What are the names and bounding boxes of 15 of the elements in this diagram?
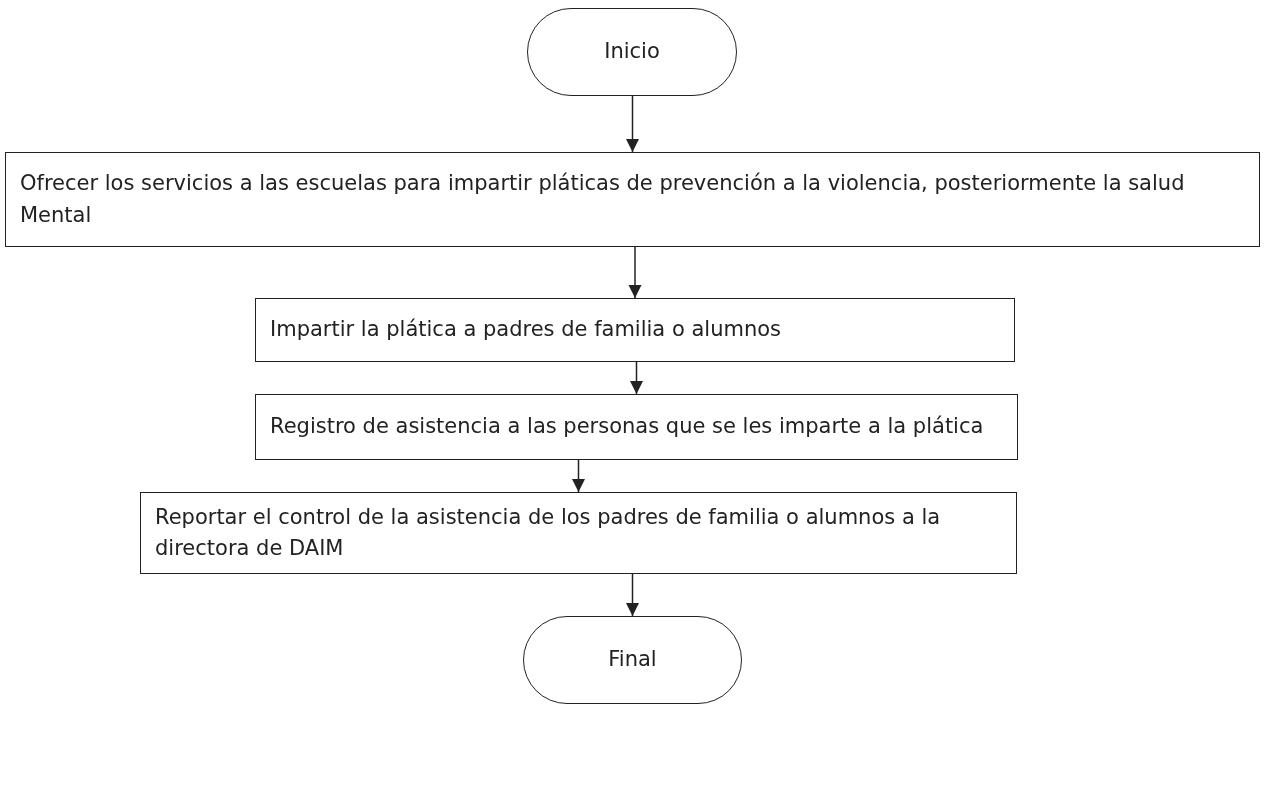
process-box <box>255 394 1018 460</box>
arrow <box>628 246 642 299</box>
process-box <box>255 298 1015 362</box>
step-text: Registro de asistencia a las personas que se les imparte a la plática <box>269 413 985 441</box>
step-text: Final <box>607 646 658 674</box>
arrow <box>629 361 644 395</box>
step-text: Inicio <box>603 38 661 66</box>
arrow <box>571 459 586 493</box>
step-text: Impartir la plática a padres de familia o alumnos <box>269 316 782 344</box>
arrow <box>625 573 640 617</box>
process-box <box>140 492 1017 574</box>
step-text: Ofrecer los servicios a las escuelas para impartir pláticas de prevención a la violencia, posteriormente la salud Mental <box>19 170 1186 229</box>
arrow <box>625 95 640 153</box>
step-text: Reportar el control de la asistencia de los padres de familia o alumnos a la directora de DAIM <box>154 503 942 562</box>
process-box <box>5 152 1260 247</box>
